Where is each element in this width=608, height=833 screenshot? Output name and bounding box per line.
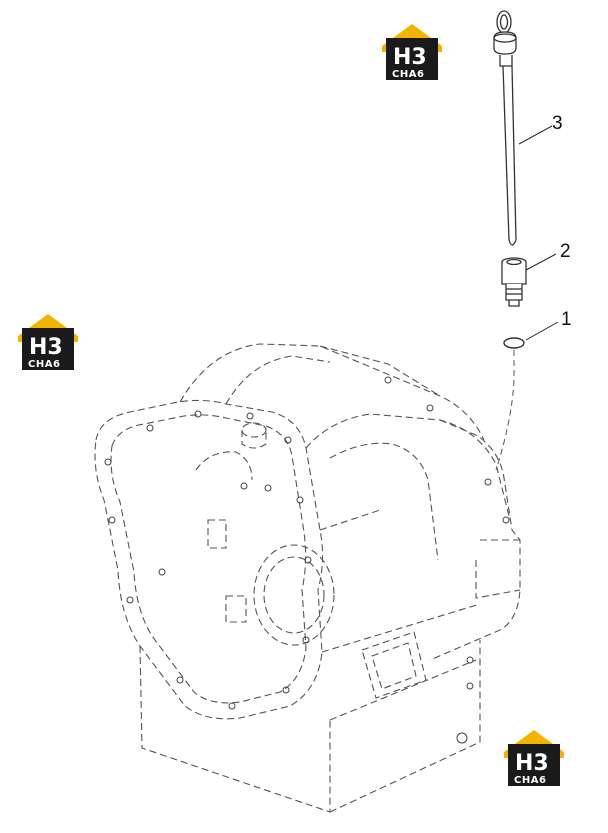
assembly-path-line [495,350,515,471]
logo-big-text: H3 [29,335,63,360]
logo-small-text: CHA6 [28,359,60,370]
housing-lower-body [139,645,331,813]
housing-inspection-cover [361,631,427,699]
housing-top-boss [241,422,267,438]
logo-body [386,38,438,80]
housing-right-drum [305,413,511,521]
logo-big-text: H3 [393,45,427,70]
housing-left-flange [94,399,324,720]
dipstick-rod [502,65,517,246]
housing-top-drum [179,343,485,441]
logo-small-text: CHA6 [514,775,546,786]
fitting-part-2 [501,257,527,307]
logo-body [22,328,74,370]
watermark-logo-bottom: H3 CHA6 [504,730,564,786]
callout-1: 1 [561,309,572,330]
logo-body [508,744,560,786]
dipstick-ring [496,10,512,34]
watermark-logo-top: H3 CHA6 [382,24,442,80]
housing-bolt-holes [104,376,510,744]
dipstick-part-3 [493,10,517,246]
leader-2 [525,253,557,271]
dipstick-cap [493,31,517,55]
housing-right-flange [429,419,521,661]
callout-2: 2 [560,241,571,262]
logo-big-text: H3 [515,751,549,776]
housing-bore [253,544,335,646]
leader-lines [518,125,559,341]
logo-small-text: CHA6 [392,69,424,80]
leader-1 [525,321,559,341]
callout-3: 3 [552,113,563,134]
watermark-logo-left: H3 CHA6 [18,314,78,370]
o-ring-part-1 [503,337,525,349]
transmission-housing [94,343,521,813]
leader-3 [518,125,553,145]
